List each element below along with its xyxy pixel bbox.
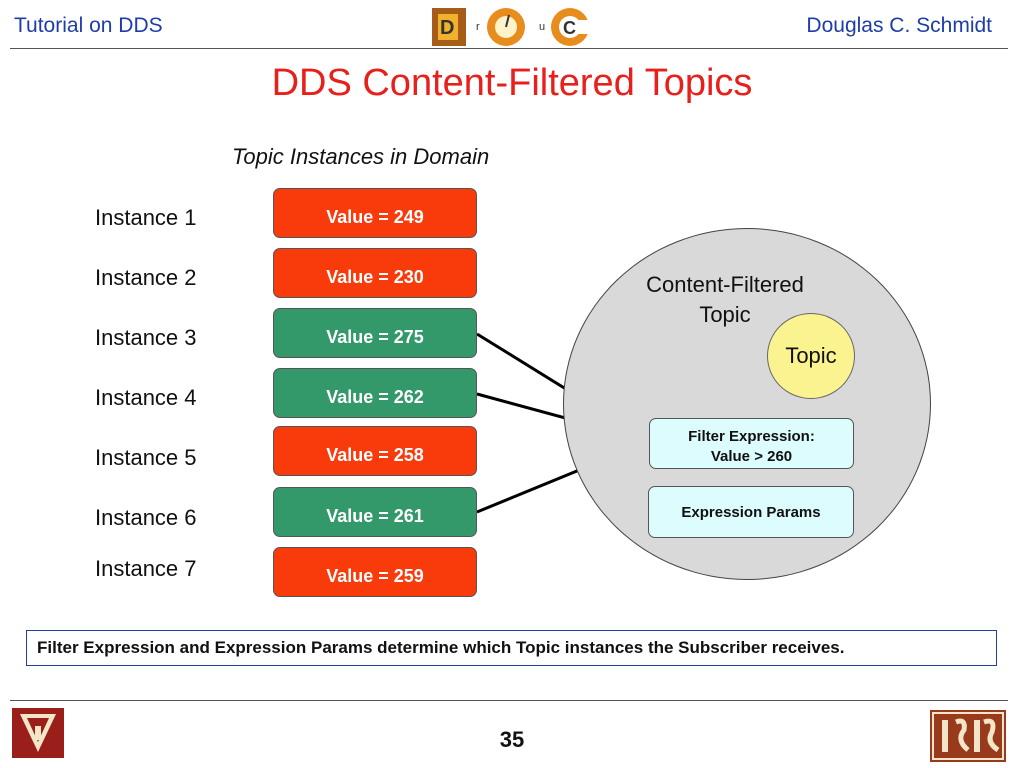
content-filtered-topic-label: Content-Filtered Topic (620, 270, 830, 330)
logo-letter-c: C (563, 18, 576, 38)
isis-logo-icon (930, 710, 1006, 762)
value-box-instance-7: Value = 259 (273, 547, 477, 597)
value-box-instance-5: Value = 258 (273, 426, 477, 476)
vanderbilt-logo-icon (12, 708, 64, 758)
instance-label-3: Instance 3 (95, 325, 197, 350)
header-right-text: Douglas C. Schmidt (806, 14, 992, 37)
logo-letter-d: D (440, 17, 454, 39)
logo-letter-r: r (476, 21, 480, 33)
instance-label-4: Instance 4 (95, 385, 197, 410)
slide-subtitle: Topic Instances in Domain (232, 144, 490, 169)
instance-label-7: Instance 7 (95, 556, 197, 581)
summary-note: Filter Expression and Expression Params … (26, 630, 997, 666)
cft-label-line-1: Content-Filtered (646, 272, 804, 297)
topic-label: Topic (785, 343, 837, 368)
filter-expression-box: Filter Expression: Value > 260 (649, 418, 854, 469)
instance-label-2: Instance 2 (95, 265, 197, 290)
value-box-instance-3: Value = 275 (273, 308, 477, 358)
instance-label-1: Instance 1 (95, 205, 197, 230)
cft-label-line-2: Topic (699, 302, 751, 327)
value-box-instance-1: Value = 249 (273, 188, 477, 238)
slide-title: DDS Content-Filtered Topics (271, 62, 753, 104)
doc-group-logo: D r u C (430, 4, 596, 48)
header-divider (10, 48, 1008, 49)
value-box-instance-4: Value = 262 (273, 368, 477, 418)
value-box-instance-6: Value = 261 (273, 487, 477, 537)
filter-expression-line-1: Filter Expression: (688, 428, 815, 445)
instance-label-6: Instance 6 (95, 505, 197, 530)
page-number: 35 (499, 727, 525, 752)
instance-label-5: Instance 5 (95, 445, 197, 470)
value-box-instance-2: Value = 230 (273, 248, 477, 298)
footer-divider (10, 700, 1008, 701)
topic-circle: Topic (767, 313, 855, 399)
expression-params-box: Expression Params (648, 486, 854, 538)
logo-letter-u: u (539, 21, 545, 33)
header-left-text: Tutorial on DDS (14, 14, 163, 37)
filter-expression-line-2: Value > 260 (710, 448, 793, 465)
expression-params-label: Expression Params (681, 503, 821, 521)
